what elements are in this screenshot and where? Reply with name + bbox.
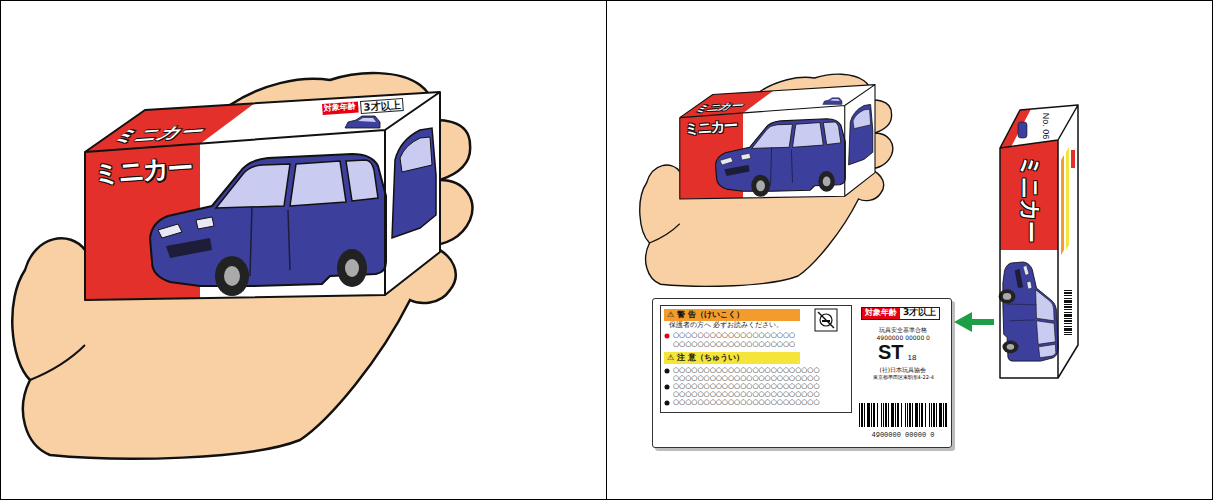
band-heading: ⚠ 注 意（ちゅうい） — [664, 354, 744, 363]
tall-toy-box — [999, 105, 1078, 378]
arrow-head — [954, 312, 972, 332]
side-barcode — [1064, 290, 1072, 335]
side-stripe — [1061, 155, 1064, 255]
tall-box-edges — [1000, 105, 1078, 378]
label-panel-art — [652, 298, 955, 451]
placeholder-line: ○○○○○○○○○○○○○○○○○○○○○○○○ — [673, 391, 820, 399]
tall-box-top-red — [1000, 109, 1031, 148]
age-badge: 対象年齢3才以上 — [861, 307, 940, 320]
band-heading: ⚠ 警 告（けいこく） — [664, 311, 744, 320]
safety-standard: 玩具安全基準合格 — [879, 327, 927, 334]
barcode — [859, 403, 947, 427]
box-title: ミニカー — [692, 101, 747, 114]
placeholder-line: ○○○○○○○○○○○○○○○○○○○○○○○○ — [673, 383, 820, 391]
toy-box: ミニカーミニカー — [676, 82, 878, 202]
association-name: (社)日本玩具協会 — [880, 367, 927, 374]
placeholder-line: ○○○○○○○○○○○○○○○○○○○○ — [673, 341, 795, 349]
warning-bullet — [665, 334, 670, 339]
toy-box: No. 06 ミニカー — [996, 102, 1082, 382]
address: 東京都墨田区東駒形4-22-4 — [873, 375, 934, 381]
tall-box-car-icon — [1018, 122, 1027, 138]
arrow-shaft — [970, 319, 994, 325]
no-mouth-icon — [815, 309, 837, 331]
placeholder-line: ○○○○○○○○○○○○○○○○○○○○ — [673, 332, 795, 340]
panel-divider — [606, 0, 607, 500]
box-title: ミニカー — [684, 118, 737, 137]
caution-band: ⚠ 注 意（ちゅうい） — [664, 352, 800, 364]
box-title: ミニカー — [108, 122, 210, 146]
side-badge — [1071, 150, 1075, 168]
caution-bullet — [665, 385, 670, 390]
age-value: 3才以上 — [360, 98, 404, 114]
small-hand-box — [640, 74, 893, 286]
panel-ground — [652, 298, 952, 448]
arrow-connector — [954, 312, 994, 332]
st-number: 18 — [908, 354, 917, 363]
warning-note: 保護者の方へ 必ずお読みください。 — [669, 322, 783, 330]
age-label: 対象年齢 — [322, 101, 359, 114]
model-number: No. 06 — [1040, 113, 1050, 140]
toy-box: ミニカーミニカー対象年齢3才以上 — [80, 86, 446, 304]
label-panel: ⚠ 警 告（けいこく） ⚠ 注 意（ちゅうい） 保護者の方へ 必ずお読みください。 ○… — [652, 298, 952, 448]
tall-box-car — [999, 262, 1059, 361]
box-title: ミニカー — [1017, 155, 1041, 242]
age-value: 3才以上 — [900, 308, 939, 318]
tall-box-side — [1058, 105, 1078, 378]
st-mark: ST — [878, 341, 904, 363]
large-hand-box — [12, 73, 472, 459]
registration-number: 4900000 00000 0 — [877, 335, 930, 342]
caution-bullet — [665, 401, 670, 406]
age-label: 対象年齢 — [862, 308, 900, 319]
icon-slash — [818, 312, 834, 328]
placeholder-line: ○○○○○○○○○○○○○○○○○○○○○○○○ — [673, 367, 820, 375]
box-title: ミニカー — [92, 153, 193, 188]
barcode-number: 4900000 00000 0 — [872, 432, 935, 440]
placeholder-line: ○○○○○○○○○○○○○○○○○○○○○○○○ — [673, 375, 820, 383]
tall-box-front-red — [1000, 140, 1058, 250]
placeholder-line: ○○○○○○○○○○○○○○○○○○○○○○○○ — [673, 399, 820, 407]
side-stripe — [1066, 147, 1069, 250]
caution-bullet — [665, 369, 670, 374]
warning-band: ⚠ 警 告（けいこく） — [664, 309, 800, 321]
warning-box: ⚠ 警 告（けいこく） ⚠ 注 意（ちゅうい） 保護者の方へ 必ずお読みください。 ○… — [660, 305, 852, 413]
